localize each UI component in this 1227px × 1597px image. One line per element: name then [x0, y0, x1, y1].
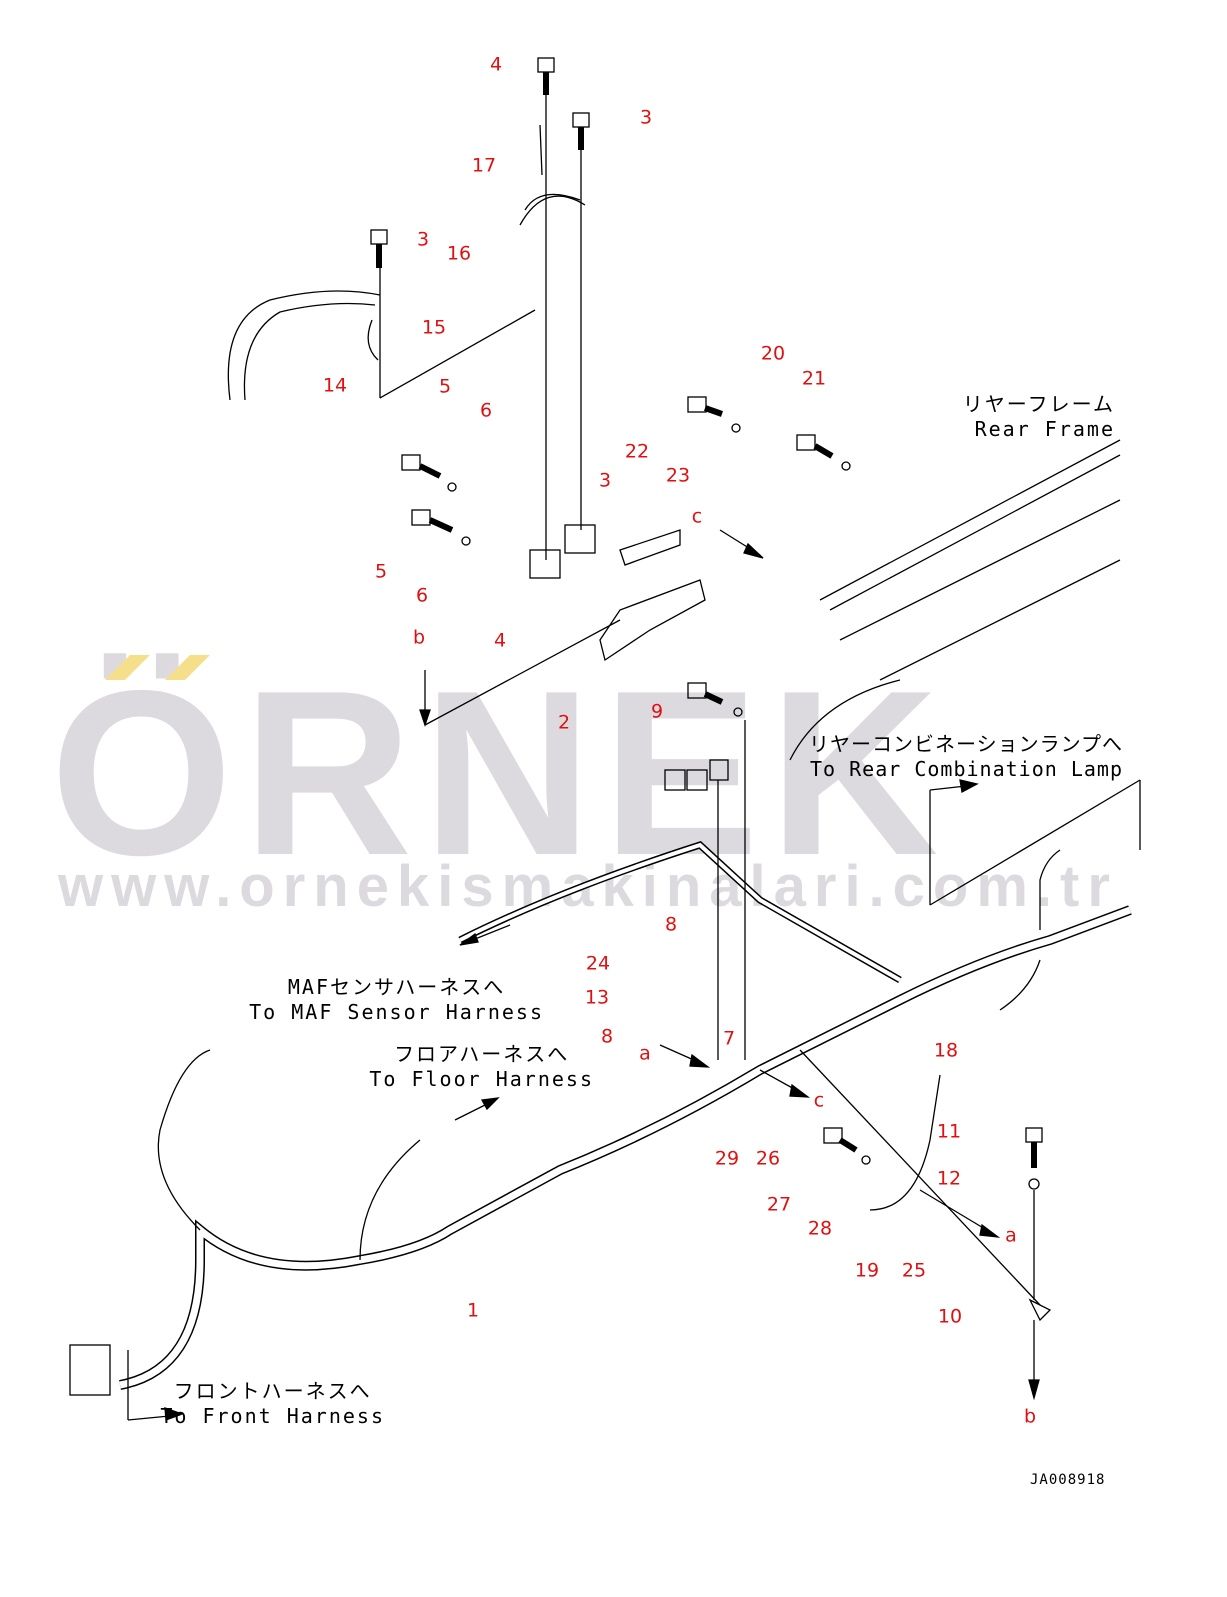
- callout-b: b: [412, 626, 426, 649]
- callout-c: c: [691, 505, 703, 528]
- note-maf-jp: MAFセンサハーネスへ: [287, 975, 506, 999]
- callout-7: 7: [722, 1027, 736, 1050]
- callout-a: a: [639, 1042, 651, 1065]
- callout-11: 11: [936, 1120, 962, 1143]
- callout-13: 13: [584, 986, 610, 1009]
- callout-20: 20: [760, 342, 786, 365]
- note-maf-harness: MAFセンサハーネスへ To MAF Sensor Harness: [249, 975, 544, 1025]
- note-front-jp: フロントハーネスへ: [173, 1379, 372, 1403]
- callout-c: c: [813, 1089, 825, 1112]
- callout-4: 4: [489, 53, 503, 76]
- note-floor-harness: フロアハーネスへ To Floor Harness: [369, 1042, 594, 1092]
- note-floor-en: To Floor Harness: [369, 1067, 594, 1091]
- note-front-harness: フロントハーネスへ To Front Harness: [160, 1379, 385, 1429]
- callout-16: 16: [446, 242, 472, 265]
- note-rear-lamp: リヤーコンビネーションランプへ To Rear Combination Lamp: [809, 732, 1123, 782]
- callout-24: 24: [585, 952, 611, 975]
- callout-19: 19: [854, 1259, 880, 1282]
- callout-12: 12: [936, 1167, 962, 1190]
- callout-25: 25: [901, 1259, 927, 1282]
- callout-23: 23: [665, 464, 691, 487]
- callout-9: 9: [650, 700, 664, 723]
- callout-4: 4: [493, 629, 507, 652]
- drawing-code: JA008918: [1030, 1472, 1106, 1488]
- callout-29: 29: [714, 1147, 740, 1170]
- callout-a: a: [1005, 1224, 1017, 1247]
- callout-5: 5: [438, 375, 452, 398]
- callout-21: 21: [801, 367, 827, 390]
- note-front-en: To Front Harness: [160, 1404, 385, 1428]
- callout-8: 8: [600, 1025, 614, 1048]
- callout-17: 17: [471, 154, 497, 177]
- callout-10: 10: [937, 1305, 963, 1328]
- watermark-logo: ÖRNEK: [50, 641, 949, 904]
- note-rear-frame: リヤーフレーム Rear Frame: [963, 392, 1115, 442]
- callout-18: 18: [933, 1039, 959, 1062]
- callout-26: 26: [755, 1147, 781, 1170]
- note-maf-en: To MAF Sensor Harness: [249, 1000, 544, 1024]
- callout-b: b: [1023, 1405, 1037, 1428]
- callout-28: 28: [807, 1217, 833, 1240]
- note-rear-lamp-jp: リヤーコンビネーションランプへ: [809, 732, 1123, 756]
- callout-6: 6: [415, 584, 429, 607]
- note-rear-lamp-en: To Rear Combination Lamp: [810, 757, 1123, 781]
- callout-3: 3: [598, 469, 612, 492]
- callout-2: 2: [557, 711, 571, 734]
- callout-6: 6: [479, 399, 493, 422]
- callout-22: 22: [624, 440, 650, 463]
- note-rear-frame-en: Rear Frame: [974, 417, 1115, 441]
- callout-27: 27: [766, 1193, 792, 1216]
- callout-8: 8: [664, 913, 678, 936]
- callout-14: 14: [322, 374, 348, 397]
- note-rear-frame-jp: リヤーフレーム: [962, 392, 1115, 416]
- callout-1: 1: [466, 1299, 480, 1322]
- callout-3: 3: [416, 228, 430, 251]
- callout-15: 15: [421, 316, 447, 339]
- callout-3: 3: [639, 106, 653, 129]
- callout-5: 5: [374, 560, 388, 583]
- note-floor-jp: フロアハーネスへ: [394, 1042, 570, 1066]
